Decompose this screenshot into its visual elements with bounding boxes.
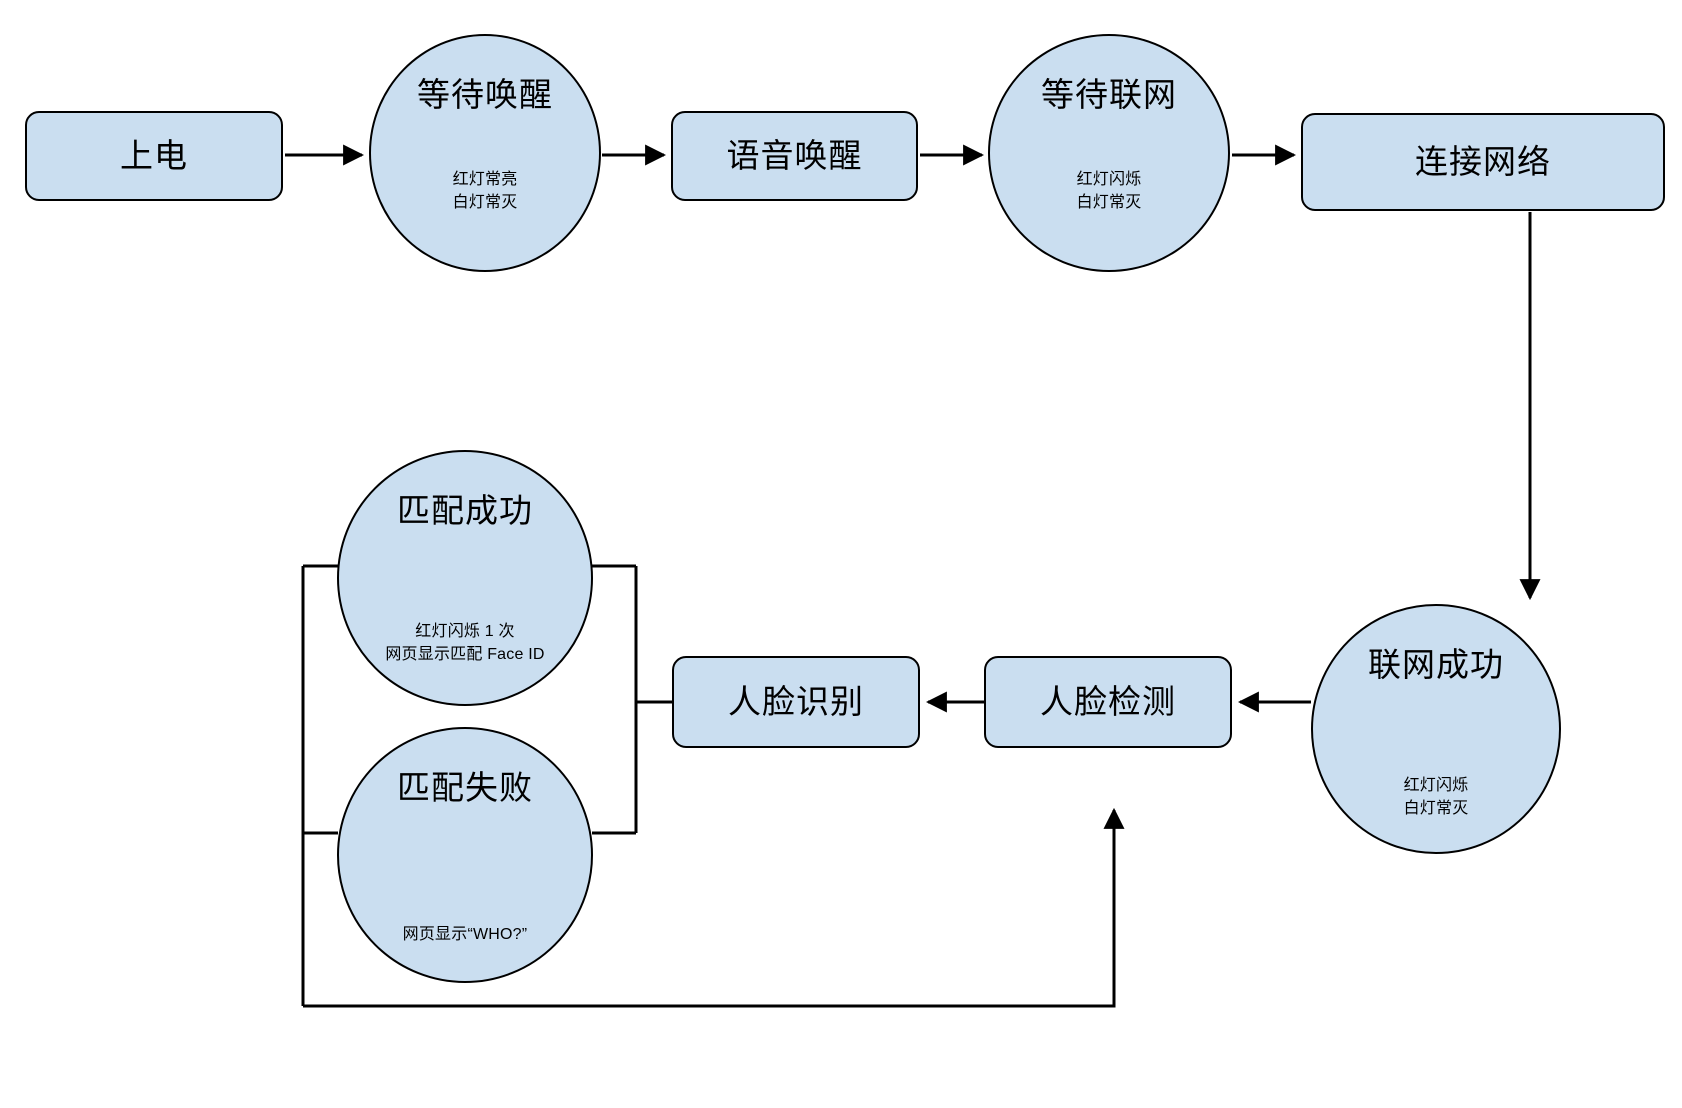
node-waiting-wakeup-title: 等待唤醒 — [417, 76, 553, 113]
node-power-on[interactable]: 上电 — [25, 111, 283, 201]
node-network-success[interactable]: 联网成功 红灯闪烁 白灯常灭 — [1311, 604, 1561, 854]
node-voice-wakeup-title: 语音唤醒 — [726, 137, 863, 175]
node-face-recognition[interactable]: 人脸识别 — [672, 656, 920, 748]
node-network-success-title: 联网成功 — [1368, 646, 1504, 683]
node-network-success-sub: 红灯闪烁 白灯常灭 — [1403, 776, 1469, 818]
node-match-failure-title: 匹配失败 — [397, 769, 533, 806]
node-connect-network[interactable]: 连接网络 — [1301, 113, 1665, 211]
node-waiting-network-title: 等待联网 — [1041, 76, 1177, 113]
node-match-failure-sub: 网页显示“WHO?” — [402, 925, 528, 943]
node-voice-wakeup[interactable]: 语音唤醒 — [671, 111, 918, 201]
node-face-recognition-title: 人脸识别 — [728, 683, 864, 721]
node-match-success-title: 匹配成功 — [397, 492, 533, 529]
node-connect-network-title: 连接网络 — [1415, 143, 1551, 181]
node-match-success[interactable]: 匹配成功 红灯闪烁 1 次 网页显示匹配 Face ID — [337, 450, 593, 706]
node-match-failure[interactable]: 匹配失败 网页显示“WHO?” — [337, 727, 593, 983]
node-waiting-wakeup-sub: 红灯常亮 白灯常灭 — [452, 170, 518, 212]
node-waiting-network-sub: 红灯闪烁 白灯常灭 — [1076, 170, 1142, 212]
node-face-detection-title: 人脸检测 — [1040, 683, 1176, 721]
node-waiting-network[interactable]: 等待联网 红灯闪烁 白灯常灭 — [988, 34, 1230, 272]
node-waiting-wakeup[interactable]: 等待唤醒 红灯常亮 白灯常灭 — [369, 34, 601, 272]
node-power-on-title: 上电 — [120, 137, 188, 175]
node-face-detection[interactable]: 人脸检测 — [984, 656, 1232, 748]
node-match-success-sub: 红灯闪烁 1 次 网页显示匹配 Face ID — [385, 622, 545, 664]
